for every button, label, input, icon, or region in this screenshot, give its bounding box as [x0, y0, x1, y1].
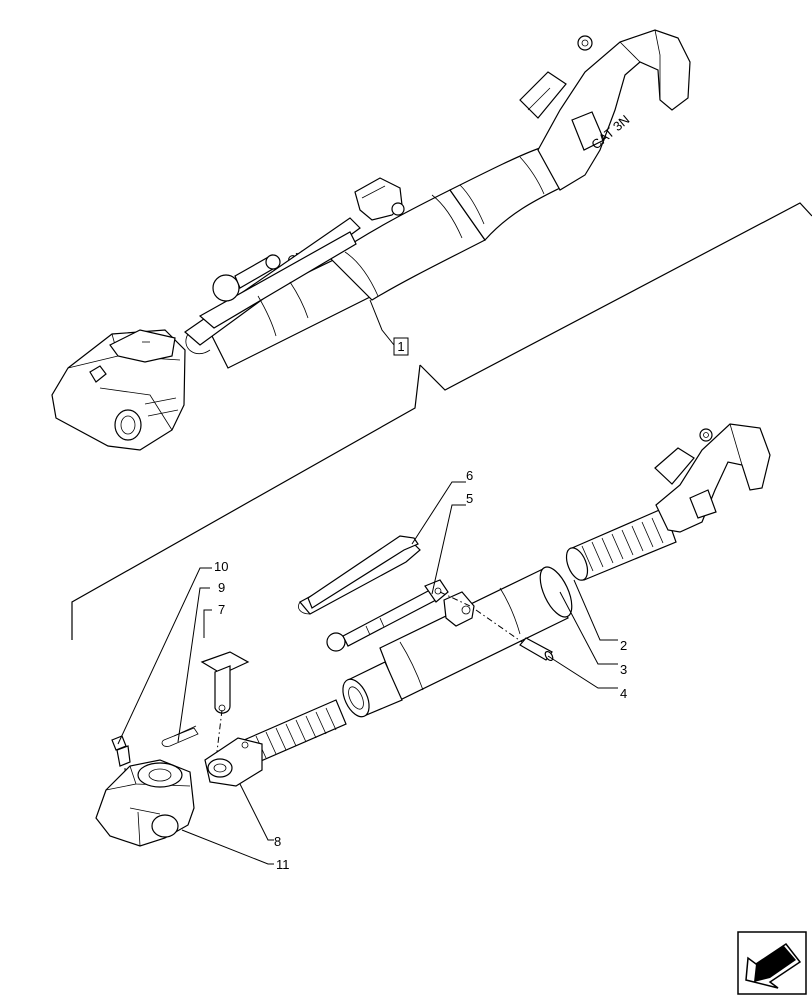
- part-11-ball-end-housing: [95, 759, 195, 847]
- part-9-clip: [161, 725, 199, 747]
- part-2-hook-end: [565, 423, 771, 581]
- leader-lines: [117, 481, 618, 865]
- assembled-top-link: CAT 3N CNH: [51, 29, 691, 451]
- callout-10: 10: [214, 559, 228, 574]
- callout-7: 7: [218, 602, 225, 617]
- callout-4: 4: [620, 686, 627, 701]
- callout-2: 2: [620, 638, 627, 653]
- part-5-ball-handle: [326, 579, 471, 652]
- assembly-boundary-lines: [71, 202, 812, 640]
- svg-text:1: 1: [397, 339, 404, 354]
- callout-9: 9: [218, 580, 225, 595]
- callout-6: 6: [466, 468, 473, 483]
- callout-11: 11: [276, 857, 290, 872]
- part-4-pin: [475, 609, 554, 662]
- callout-3: 3: [620, 662, 627, 677]
- callout-8: 8: [274, 834, 281, 849]
- part-3-barrel: [342, 566, 573, 718]
- part-6-spanner: [298, 535, 421, 615]
- part-8-threaded-ball-end: [204, 699, 347, 787]
- arrow-previous-page-icon[interactable]: [737, 931, 807, 995]
- callout-5: 5: [466, 491, 473, 506]
- assembly-callout-1: 1: [393, 337, 409, 356]
